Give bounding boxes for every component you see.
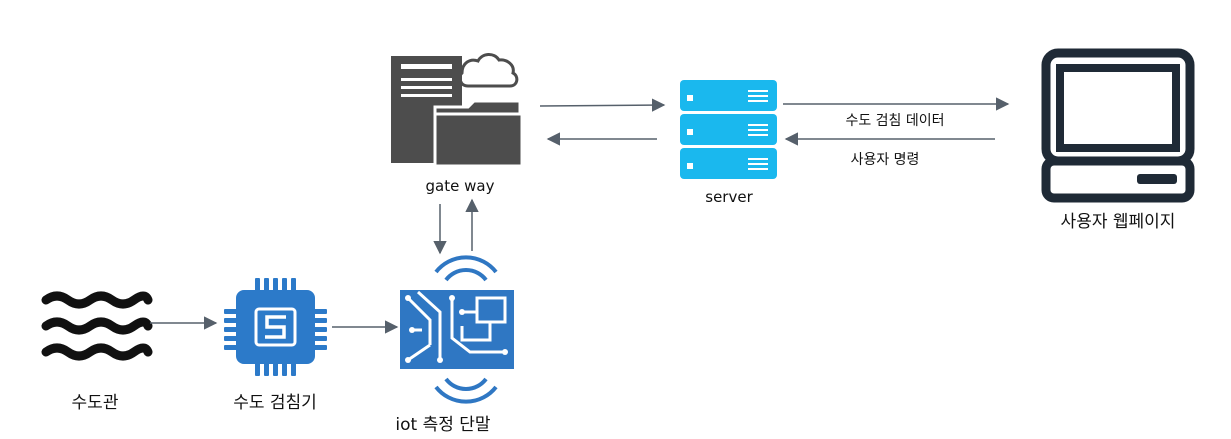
label-iot-terminal: iot 측정 단말 [395,415,491,435]
chip-icon [224,278,327,376]
label-user-web: 사용자 웹페이지 [1060,212,1176,232]
label-user-command: 사용자 명령 [850,152,920,168]
iot-circuit-board-icon [400,255,514,404]
computer-monitor-icon [1041,48,1195,203]
label-server: server [705,188,753,206]
arrow-gateway-to-server [539,98,666,112]
server-rack-icon [680,80,777,179]
label-water-meter: 수도 검침기 [233,393,317,413]
water-waves-icon [41,291,153,361]
label-gateway: gate way [425,177,495,195]
label-water-pipe: 수도관 [71,393,119,413]
gateway-server-folder-cloud-icon [391,53,524,168]
label-meter-data: 수도 검침 데이터 [845,113,945,129]
